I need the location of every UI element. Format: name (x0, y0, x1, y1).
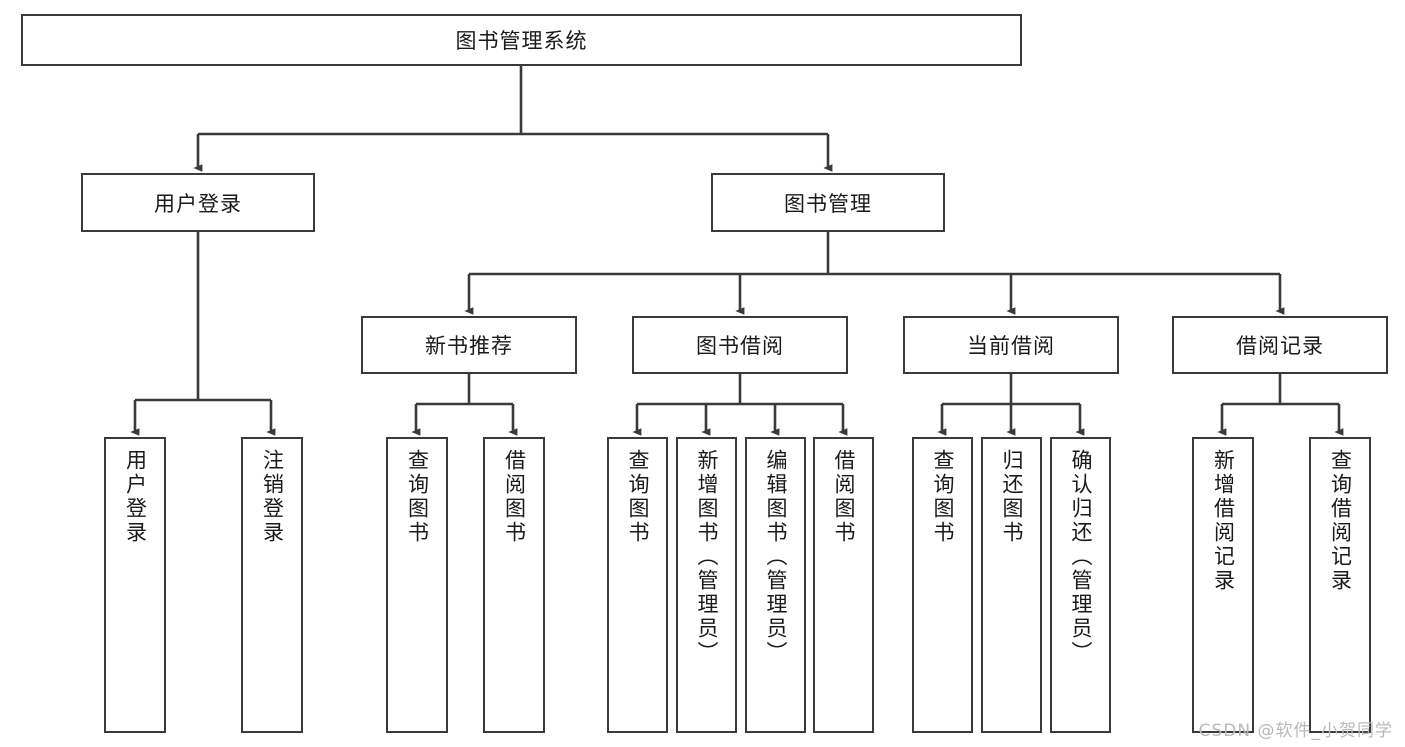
node-leaf-user-login-label: 用户登录 (123, 449, 148, 545)
node-leaf-borrow-book-2-label: 借阅图书 (832, 449, 856, 545)
node-user-login[interactable]: 用户登录 (81, 173, 315, 232)
node-leaf-borrow-book-2[interactable]: 借阅图书 (813, 437, 874, 733)
node-leaf-query-record[interactable]: 查询借阅记录 (1309, 437, 1371, 733)
node-leaf-query-book-2[interactable]: 查询图书 (607, 437, 668, 733)
node-leaf-user-login[interactable]: 用户登录 (104, 437, 166, 733)
node-leaf-borrow-book-1-label: 借阅图书 (502, 449, 527, 545)
node-leaf-add-record[interactable]: 新增借阅记录 (1192, 437, 1254, 733)
node-new-book-recommend-label: 新书推荐 (425, 334, 513, 358)
node-leaf-add-book-label: 新增图书（管理员） (695, 449, 719, 665)
node-leaf-add-book[interactable]: 新增图书（管理员） (676, 437, 737, 733)
node-current-borrow-label: 当前借阅 (967, 334, 1055, 358)
node-leaf-confirm-return[interactable]: 确认归还（管理员） (1050, 437, 1111, 733)
node-book-manage-label: 图书管理 (784, 191, 872, 216)
node-new-book-recommend[interactable]: 新书推荐 (361, 316, 577, 374)
node-leaf-query-book-1[interactable]: 查询图书 (386, 437, 448, 733)
node-leaf-borrow-book-1[interactable]: 借阅图书 (483, 437, 545, 733)
node-current-borrow[interactable]: 当前借阅 (903, 316, 1119, 374)
csdn-watermark: CSDN @软件_小贺同学 (1198, 721, 1393, 741)
node-leaf-confirm-return-label: 确认归还（管理员） (1069, 449, 1093, 665)
node-leaf-logout[interactable]: 注销登录 (241, 437, 303, 733)
node-borrow-record[interactable]: 借阅记录 (1172, 316, 1388, 374)
node-leaf-query-book-1-label: 查询图书 (405, 449, 430, 545)
node-leaf-query-book-3[interactable]: 查询图书 (912, 437, 973, 733)
node-leaf-add-record-label: 新增借阅记录 (1211, 449, 1236, 593)
node-leaf-edit-book-label: 编辑图书（管理员） (764, 449, 788, 665)
node-book-borrow-label: 图书借阅 (696, 334, 784, 358)
node-leaf-query-record-label: 查询借阅记录 (1328, 449, 1353, 593)
node-user-login-label: 用户登录 (154, 191, 242, 216)
node-book-manage[interactable]: 图书管理 (711, 173, 945, 232)
node-root-label: 图书管理系统 (455, 29, 588, 53)
node-root[interactable]: 图书管理系统 (21, 14, 1022, 66)
node-book-borrow[interactable]: 图书借阅 (632, 316, 848, 374)
node-leaf-logout-label: 注销登录 (260, 449, 285, 545)
node-leaf-query-book-2-label: 查询图书 (626, 449, 650, 545)
node-leaf-return-book[interactable]: 归还图书 (981, 437, 1042, 733)
node-leaf-return-book-label: 归还图书 (1000, 449, 1024, 545)
node-borrow-record-label: 借阅记录 (1236, 334, 1324, 358)
node-leaf-query-book-3-label: 查询图书 (931, 449, 955, 545)
node-leaf-edit-book[interactable]: 编辑图书（管理员） (745, 437, 806, 733)
